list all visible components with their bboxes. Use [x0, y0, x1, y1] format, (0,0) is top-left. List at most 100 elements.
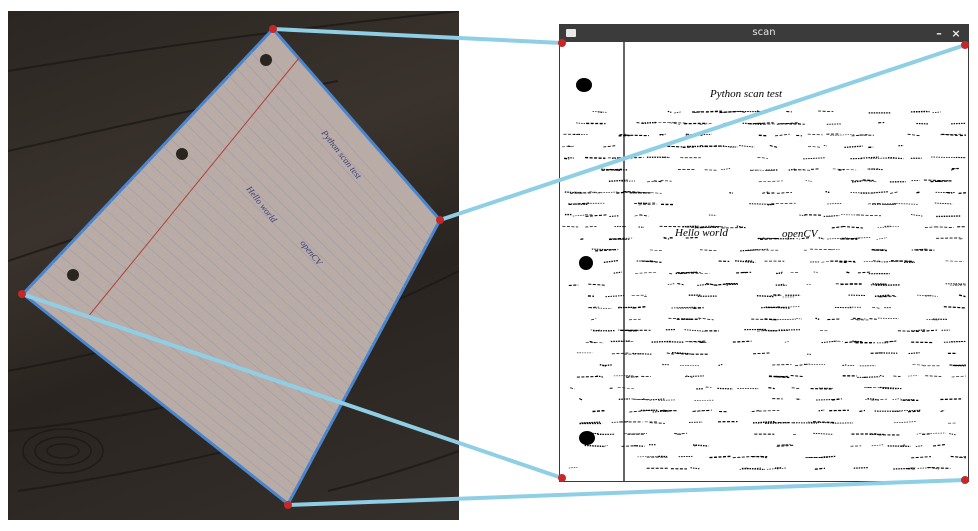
scan-ruled-line-fragment	[869, 318, 877, 320]
scan-ruled-line-fragment	[883, 260, 903, 263]
scan-ruled-line-fragment	[621, 445, 639, 447]
scan-ruled-line-fragment	[769, 144, 779, 149]
scan-ruled-line-fragment	[767, 203, 776, 206]
scan-ruled-line-fragment	[666, 352, 674, 355]
scan-ruled-line-fragment	[874, 249, 886, 251]
scan-ruled-line-fragment	[628, 318, 641, 321]
scan-ruled-line-fragment	[784, 444, 793, 446]
scan-ruled-line-fragment	[850, 318, 866, 320]
scan-ruled-line-fragment	[877, 317, 899, 319]
scan-ruled-line-fragment	[784, 341, 790, 343]
punch-hole	[67, 269, 79, 281]
scan-ruled-line-fragment	[871, 398, 888, 401]
scan-ruled-line-fragment	[643, 398, 649, 401]
window-app-icon[interactable]	[566, 29, 576, 37]
scan-ruled-line-fragment	[818, 110, 834, 113]
ruled-line	[184, 122, 387, 321]
scan-ruled-line-fragment	[592, 433, 609, 435]
scan-ruled-line-fragment	[739, 145, 755, 148]
scan-ruled-line-fragment	[950, 455, 967, 459]
close-icon[interactable]: ×	[951, 27, 961, 40]
scan-ruled-line-fragment	[841, 238, 858, 240]
scan-output: Python scan test Hello world openCV	[560, 42, 968, 481]
scan-ruled-line-fragment	[799, 214, 806, 217]
scan-ruled-line-fragment	[831, 226, 843, 229]
scan-ruled-line-fragment	[768, 387, 775, 390]
scan-ruled-line-fragment	[959, 238, 964, 240]
scan-ruled-line-fragment	[796, 398, 802, 401]
scan-ruled-line-fragment	[590, 329, 612, 332]
scan-ruled-line-fragment	[682, 225, 699, 228]
scan-ruled-line-fragment	[752, 420, 776, 424]
scan-ruled-line-fragment	[628, 329, 633, 332]
scan-ruled-line-fragment	[838, 168, 845, 171]
scan-ruled-line-fragment	[585, 156, 606, 159]
window-title: scan	[752, 27, 776, 38]
scan-ruled-line-fragment	[604, 444, 608, 447]
scan-text-line3: openCV	[782, 228, 819, 240]
scan-ruled-line-fragment	[634, 202, 656, 205]
window-titlebar[interactable]: scan – ×	[560, 25, 968, 42]
scan-ruled-line-fragment	[874, 294, 890, 297]
scan-ruled-line-fragment	[677, 282, 684, 286]
minimize-icon[interactable]: –	[936, 27, 942, 40]
scan-ruled-line-fragment	[772, 364, 792, 366]
scan-ruled-line-fragment	[674, 111, 682, 114]
scan-ruled-line-fragment	[935, 226, 954, 228]
scan-ruled-line-fragment	[609, 215, 619, 218]
ruled-line	[250, 52, 427, 246]
scan-ruled-line-fragment	[925, 375, 942, 377]
scan-ruled-line-fragment	[595, 248, 619, 252]
scan-ruled-line-fragment	[932, 443, 946, 447]
scan-ruled-line-fragment	[917, 294, 938, 297]
scan-ruled-line-fragment	[842, 225, 863, 229]
scan-ruled-line-fragment	[717, 387, 733, 390]
scan-ruled-line-fragment	[685, 341, 709, 343]
scan-ruled-line-fragment	[776, 271, 783, 275]
scan-ruled-line-fragment	[814, 467, 826, 470]
scan-ruled-line-fragment	[740, 249, 759, 252]
scan-ruled-line-fragment	[910, 214, 924, 217]
scan-ruled-line-fragment	[658, 145, 683, 148]
scan-ruled-line-fragment	[851, 180, 862, 183]
scan-ruled-line-fragment	[570, 387, 575, 390]
scan-ruled-line-fragment	[618, 306, 636, 309]
scan-ruled-line-fragment	[776, 445, 794, 447]
scan-ruled-line-fragment	[592, 409, 605, 413]
scan-ruled-line-fragment	[605, 295, 625, 298]
scan-ruled-line-fragment	[813, 432, 834, 435]
scan-ruled-line-fragment	[619, 133, 626, 136]
scan-ruled-line-fragment	[932, 467, 939, 470]
scan-ruled-line-fragment	[856, 340, 862, 343]
scan-ruled-line-fragment	[912, 364, 924, 366]
scan-ruled-line-fragment	[954, 284, 967, 286]
ruled-line	[243, 59, 423, 254]
scan-ruled-line-fragment	[631, 398, 652, 401]
scan-ruled-line-fragment	[726, 283, 732, 286]
scan-ruled-line-fragment	[945, 260, 964, 262]
scan-ruled-line-fragment	[932, 111, 941, 114]
scan-ruled-line-fragment	[951, 375, 967, 378]
scan-ruled-line-fragment	[562, 225, 579, 228]
scan-ruled-line-fragment	[911, 248, 928, 251]
scan-ruled-line-fragment	[765, 306, 791, 309]
scan-ruled-line-fragment	[860, 156, 880, 159]
source-photo: Python scan test Hello world openCV	[8, 11, 459, 520]
scan-ruled-line-fragment	[916, 191, 921, 194]
punch-hole	[176, 148, 188, 160]
scan-ruled-line-fragment	[611, 352, 630, 355]
scan-ruled-line-fragment	[778, 283, 784, 286]
scan-ruled-line-fragment	[564, 157, 570, 160]
scan-ruled-line-fragment	[930, 180, 953, 183]
scan-ruled-line-fragment	[922, 433, 931, 436]
scan-ruled-lines	[561, 110, 967, 471]
scan-ruled-line-fragment	[694, 226, 719, 229]
scan-ruled-line-fragment	[951, 122, 967, 125]
scan-ruled-line-fragment	[637, 456, 660, 458]
scan-ruled-line-fragment	[868, 168, 883, 171]
scan-ruled-line-fragment	[616, 191, 628, 194]
scan-ruled-line-fragment	[940, 398, 962, 401]
scan-ruled-line-fragment	[825, 190, 831, 194]
scan-ruled-line-fragment	[846, 271, 851, 274]
scan-ruled-line-fragment	[581, 421, 601, 424]
